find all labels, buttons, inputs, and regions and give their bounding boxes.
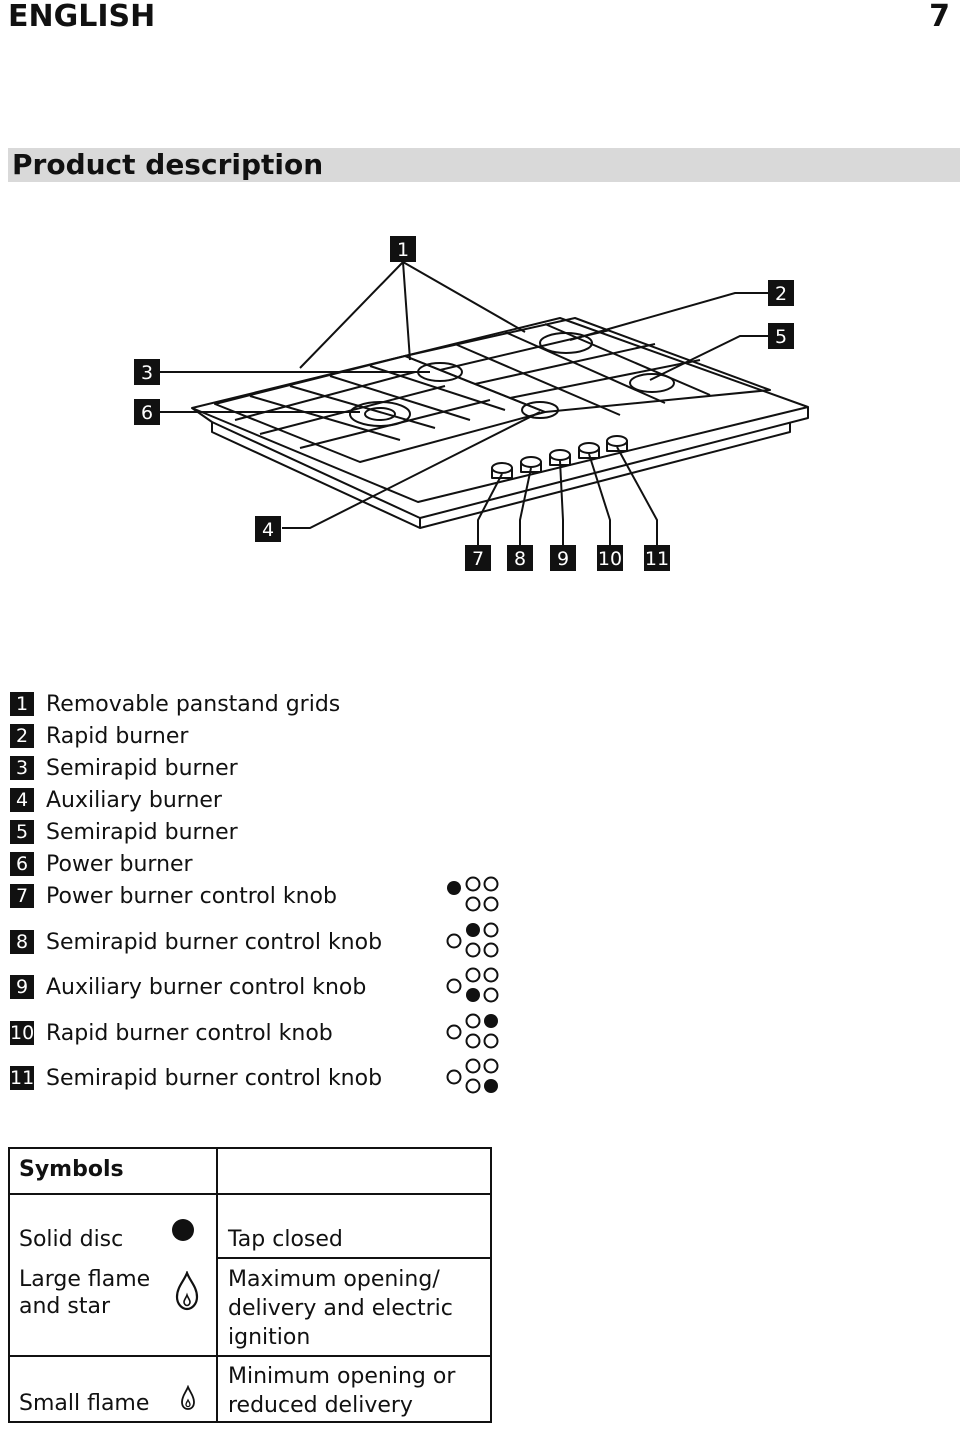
small-flame-icon xyxy=(181,1385,195,1410)
page-number: 7 xyxy=(929,0,950,34)
symbol-meaning-line: Maximum opening/ xyxy=(228,1267,440,1292)
callout-1: 1 xyxy=(397,239,409,261)
burner-position-bottom-right-icon xyxy=(446,1058,499,1094)
burner-auxiliary xyxy=(521,401,559,419)
symbol-meaning-line: reduced delivery xyxy=(228,1393,413,1418)
legend-item: 11 Semirapid burner control knob xyxy=(8,1058,528,1094)
legend-number: 2 xyxy=(10,724,34,748)
page-language: ENGLISH xyxy=(8,0,156,34)
symbol-name: Small flame xyxy=(19,1391,150,1416)
legend-item: 6 Power burner xyxy=(8,850,528,880)
symbol-meaning-line: Minimum opening or xyxy=(228,1364,456,1389)
legend-number: 5 xyxy=(10,820,34,844)
legend-label: Semirapid burner xyxy=(46,756,238,781)
hob-outline xyxy=(191,317,809,503)
legend-number: 1 xyxy=(10,692,34,716)
legend-item: 7 Power burner control knob xyxy=(8,876,528,912)
legend-number: 11 xyxy=(10,1066,35,1090)
symbol-name-line: and star xyxy=(19,1294,110,1319)
burner-position-left-icon xyxy=(447,876,499,912)
legend-label: Semirapid burner control knob xyxy=(46,1066,383,1091)
legend-number: 8 xyxy=(10,930,34,954)
section-title-bar: Product description xyxy=(8,148,960,182)
callout-8: 8 xyxy=(514,548,526,570)
legend-item: 10 Rapid burner control knob xyxy=(8,1013,528,1049)
callout-2: 2 xyxy=(775,283,787,305)
symbols-table: Symbols Solid disc Tap closed Large flam… xyxy=(8,1147,492,1423)
symbol-name: Solid disc xyxy=(19,1227,124,1252)
symbols-heading: Symbols xyxy=(19,1157,124,1182)
legend-number: 10 xyxy=(10,1021,35,1045)
callout-10: 10 xyxy=(598,548,622,570)
hob-illustration: 1 2 3 4 5 6 7 8 9 10 11 xyxy=(134,236,809,571)
legend-item: 1 Removable panstand grids xyxy=(8,690,528,720)
burner-semirapid-right xyxy=(629,373,675,393)
callout-11: 11 xyxy=(645,548,669,570)
legend-label: Removable panstand grids xyxy=(46,692,341,717)
legend-label: Rapid burner control knob xyxy=(46,1021,333,1046)
legend-label: Auxiliary burner control knob xyxy=(46,975,367,1000)
legend-label: Power burner xyxy=(46,852,193,877)
legend-item: 5 Semirapid burner xyxy=(8,818,528,848)
burner-rapid xyxy=(539,332,593,354)
burner-position-top-right-icon xyxy=(446,1013,499,1049)
legend-item: 2 Rapid burner xyxy=(8,722,528,752)
legend-number: 4 xyxy=(10,788,34,812)
legend-label: Semirapid burner xyxy=(46,820,238,845)
symbol-meaning-line: ignition xyxy=(228,1325,311,1350)
callout-3: 3 xyxy=(141,362,153,384)
legend-label: Power burner control knob xyxy=(46,884,337,909)
legend-number: 9 xyxy=(10,975,34,999)
callout-5: 5 xyxy=(775,326,787,348)
symbol-name-line: Large flame xyxy=(19,1267,151,1292)
large-flame-icon xyxy=(175,1271,199,1311)
callout-6: 6 xyxy=(141,402,153,424)
legend-item: 8 Semirapid burner control knob xyxy=(8,922,528,958)
legend-number: 6 xyxy=(10,852,34,876)
section-title: Product description xyxy=(12,148,324,181)
solid-disc-icon xyxy=(172,1219,194,1241)
legend-item: 4 Auxiliary burner xyxy=(8,786,528,816)
callout-4: 4 xyxy=(262,519,274,541)
panstand-grid-right xyxy=(404,317,771,413)
symbol-meaning-line: delivery and electric xyxy=(228,1296,453,1321)
burner-position-top-middle-icon xyxy=(446,922,499,958)
legend-label: Semirapid burner control knob xyxy=(46,930,383,955)
legend-number: 7 xyxy=(10,884,34,908)
legend-label: Rapid burner xyxy=(46,724,189,749)
legend-item: 3 Semirapid burner xyxy=(8,754,528,784)
burner-power xyxy=(349,401,411,427)
callout-7: 7 xyxy=(472,548,484,570)
callout-9: 9 xyxy=(557,548,569,570)
symbol-meaning: Tap closed xyxy=(228,1227,343,1252)
legend-label: Auxiliary burner xyxy=(46,788,222,813)
burner-position-bottom-middle-icon xyxy=(446,967,499,1003)
legend-item: 9 Auxiliary burner control knob xyxy=(8,967,528,1003)
legend-number: 3 xyxy=(10,756,34,780)
